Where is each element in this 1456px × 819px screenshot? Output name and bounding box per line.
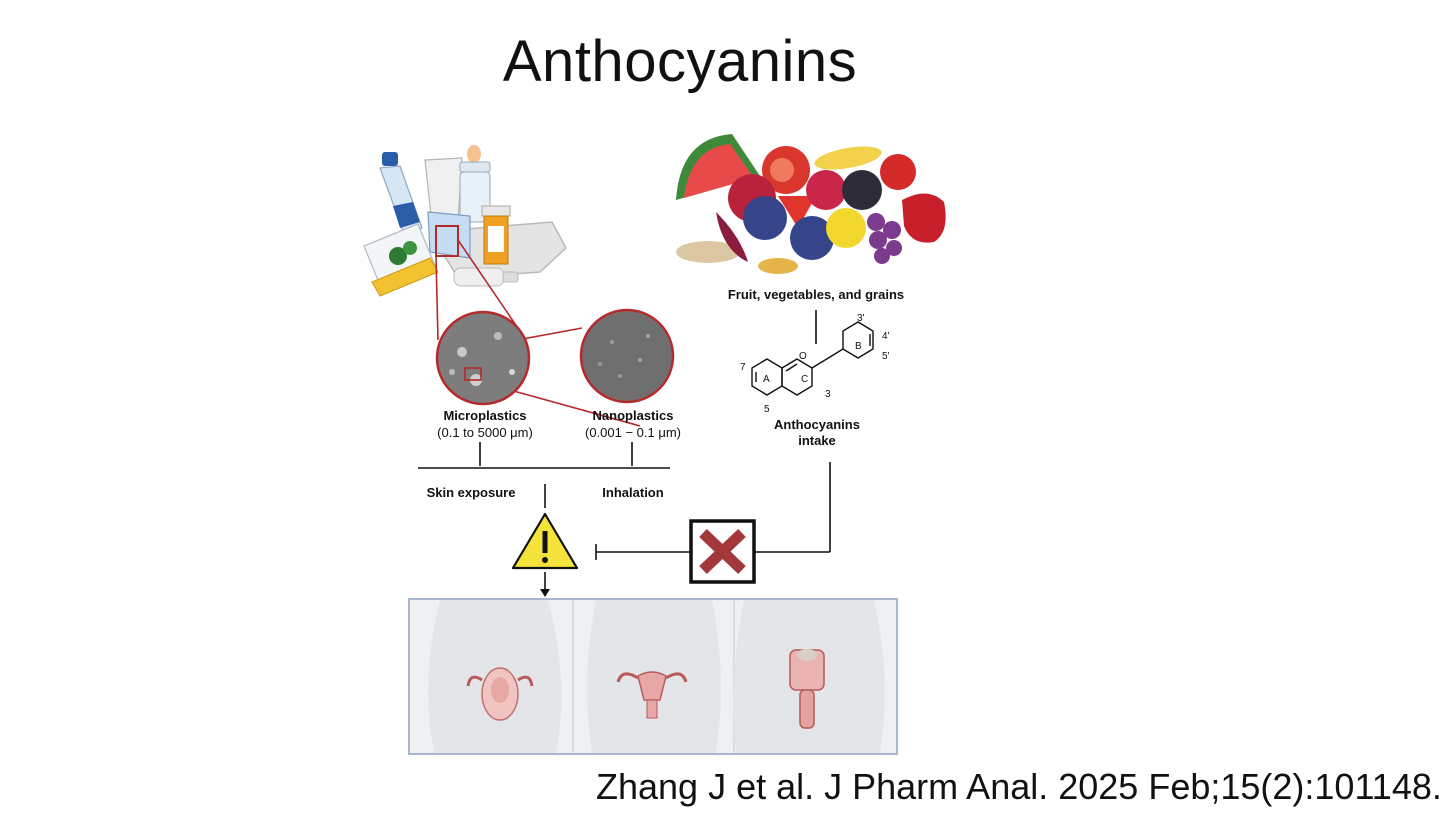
structure-labels: A C B O 3 5 7 3' 4' 5' — [740, 313, 890, 415]
plastic-items-illustration — [363, 145, 567, 297]
ring-c-label: C — [801, 374, 808, 385]
intake-label-line2: intake — [798, 433, 836, 448]
intake-label-line1: Anthocyanins — [774, 417, 860, 432]
ring-b-label: B — [855, 341, 862, 352]
warning-triangle-icon — [511, 512, 579, 570]
nanoplastics-label: Nanoplastics — [592, 408, 674, 423]
pregnant-uterus-icon — [466, 667, 534, 721]
oxygen-label: O — [799, 351, 807, 362]
position-7-label: 7 — [740, 362, 746, 373]
page-title: Anthocyanins — [502, 29, 858, 94]
position-5-label: 5 — [764, 404, 770, 415]
ring-a-label: A — [763, 374, 770, 385]
microplastics-label: Microplastics — [443, 408, 527, 423]
position-3-label: 3 — [825, 389, 831, 400]
anthocyanin-structure — [751, 321, 874, 396]
position-3p-label: 3' — [857, 313, 865, 324]
food-sources-label: Fruit, vegetables, and grains — [727, 287, 905, 302]
male-reproductive-icon — [789, 649, 825, 729]
position-4p-label: 4' — [882, 331, 890, 342]
skin-exposure-label: Skin exposure — [426, 485, 516, 500]
uterus-icon — [616, 671, 688, 719]
microplastics-magnified-icon — [435, 310, 531, 406]
inhalation-label: Inhalation — [602, 485, 664, 500]
nanoplastics-size-label: (0.001 − 0.1 μm) — [584, 425, 681, 440]
down-arrowhead-icon — [540, 589, 550, 597]
citation: Zhang J et al. J Pharm Anal. 2025 Feb;15… — [596, 766, 1442, 807]
fruits-vegetables-grains-illustration — [676, 134, 946, 274]
reproductive-anatomy-panel — [408, 598, 898, 755]
microplastics-size-label: (0.1 to 5000 μm) — [437, 425, 533, 440]
nanoplastics-magnified-icon — [579, 308, 675, 404]
red-x-block-icon — [689, 519, 756, 584]
position-5p-label: 5' — [882, 351, 890, 362]
